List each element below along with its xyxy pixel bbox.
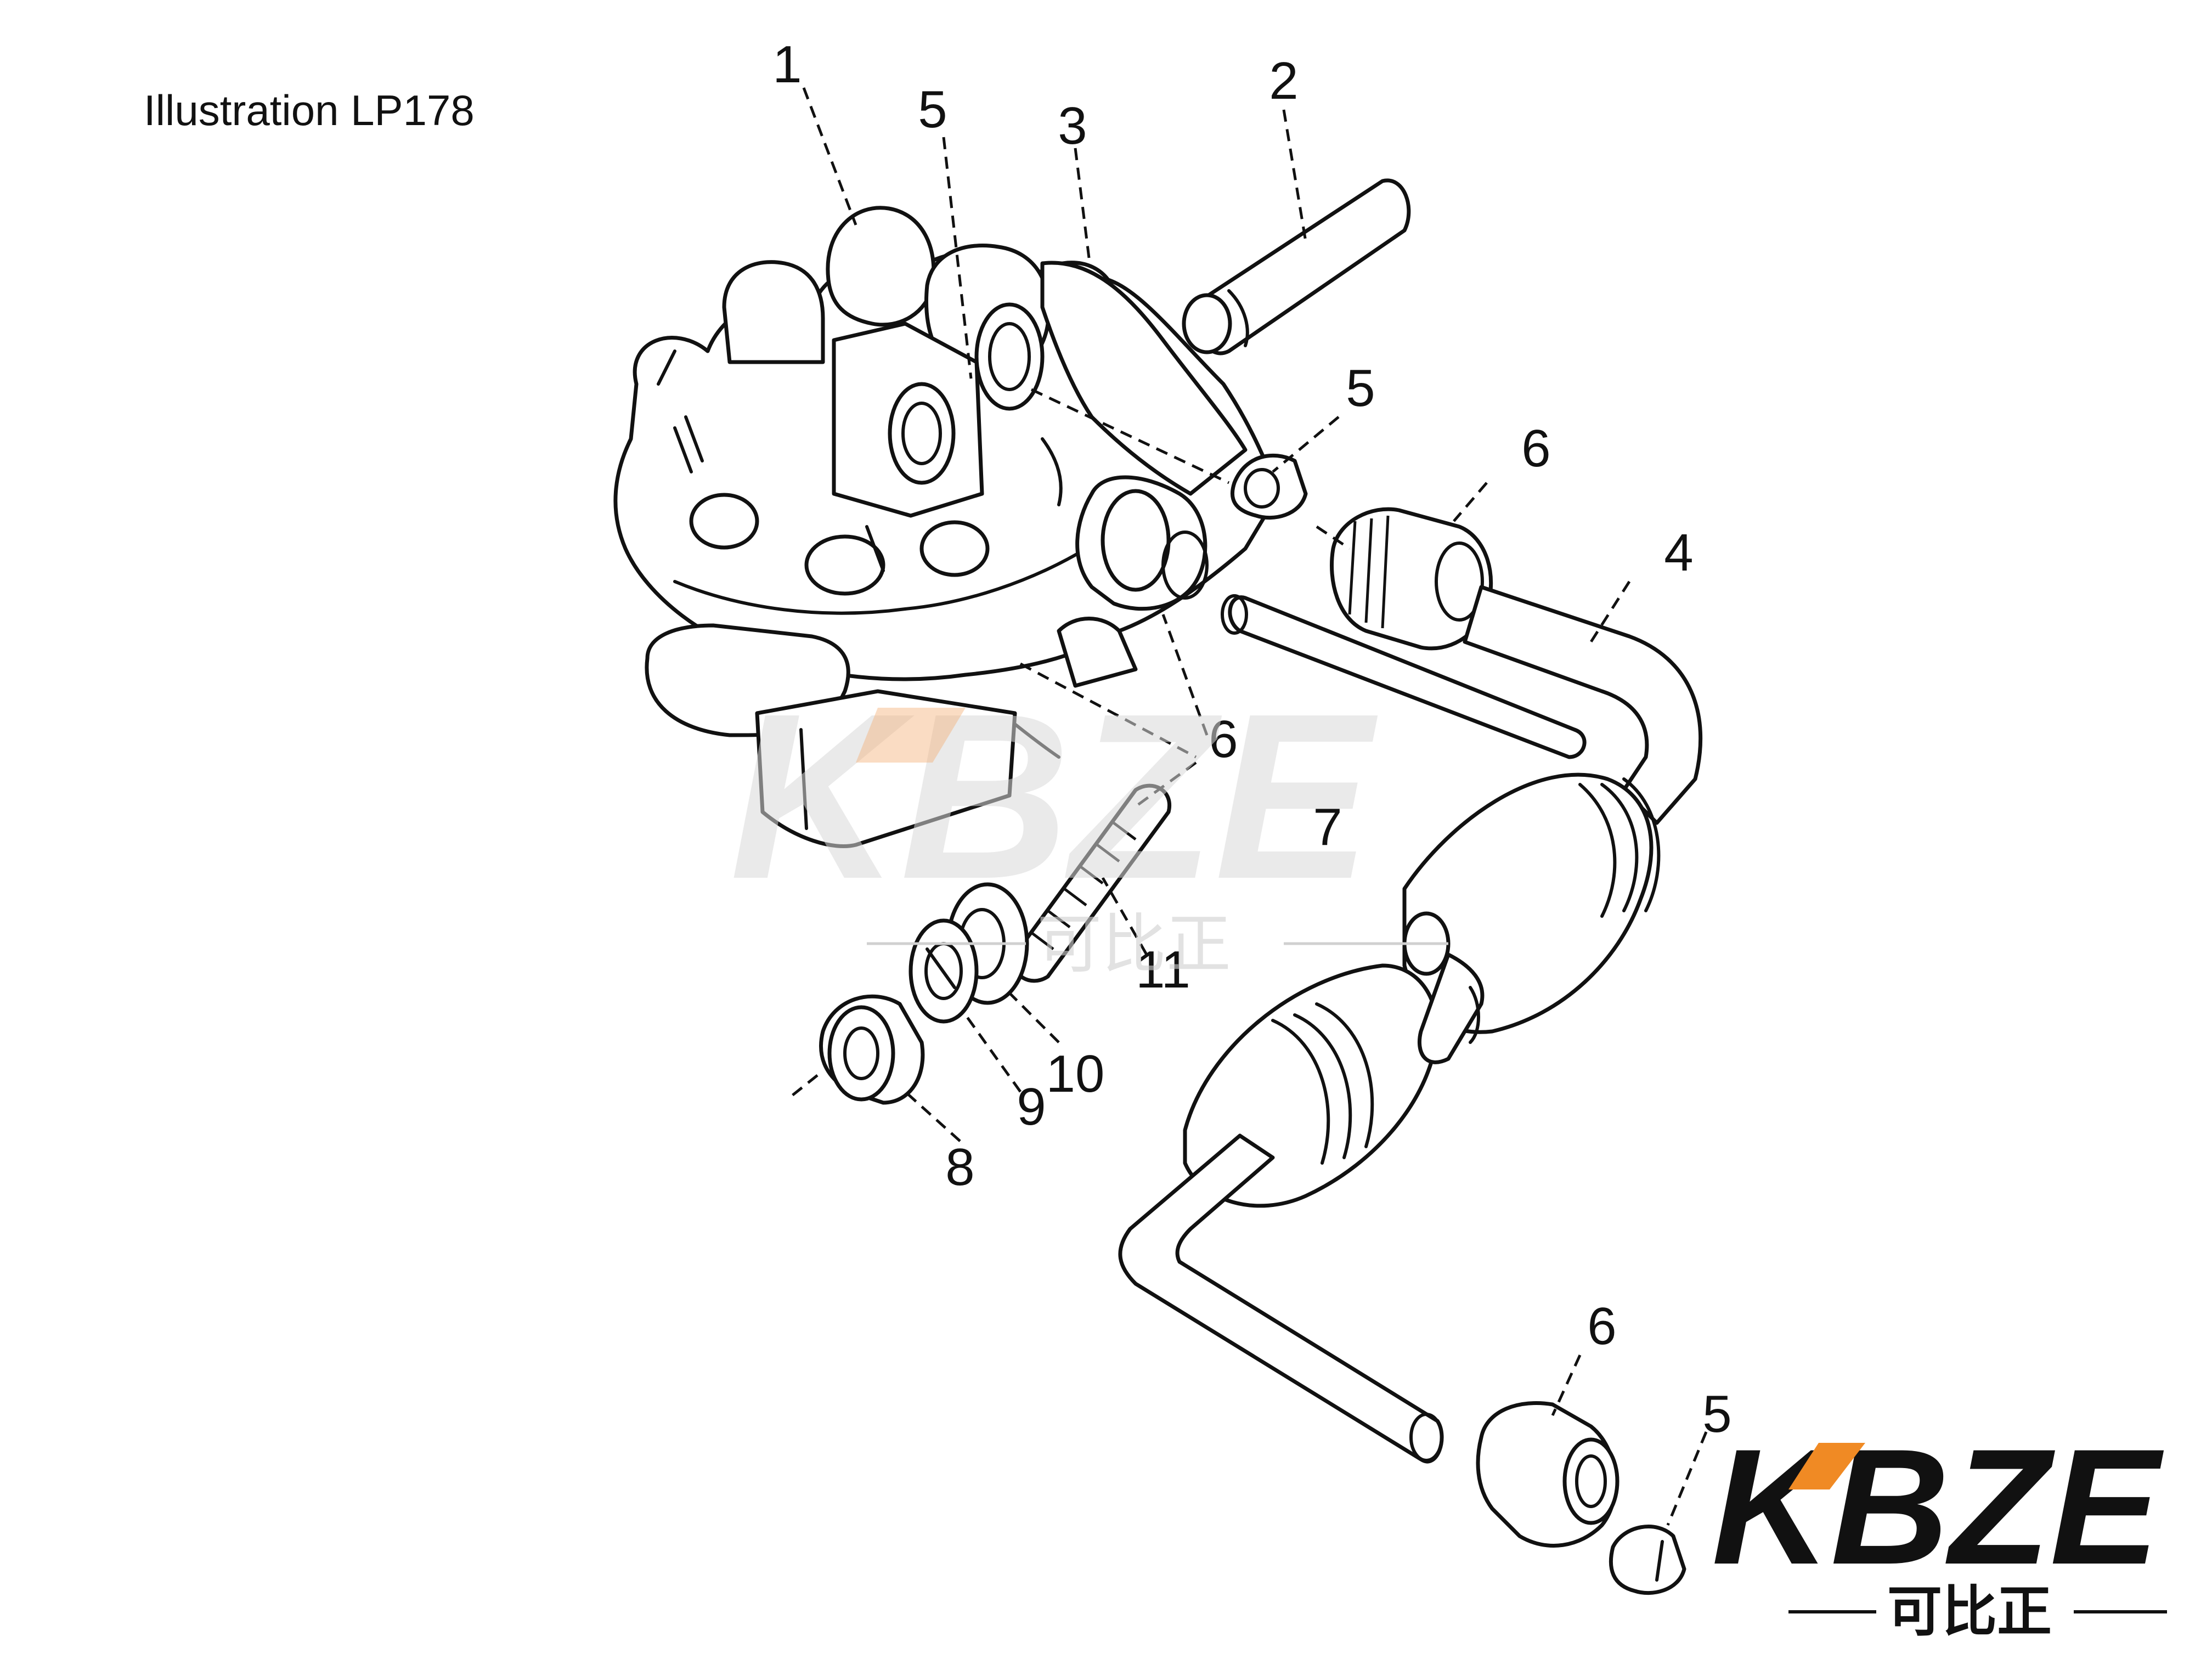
callout-5-top: 5	[918, 80, 947, 139]
callout-9: 9	[1017, 1077, 1046, 1136]
plug-lower	[1609, 1525, 1686, 1595]
lock-washer	[909, 918, 979, 1024]
callout-5-lower: 5	[1702, 1385, 1731, 1443]
illustration-title: Illustration LP178	[144, 86, 475, 134]
callout-4: 4	[1664, 523, 1693, 582]
callouts: 1 5 3 2 5 6 4 6 7 11 10 9 8 6 5	[772, 35, 1731, 1443]
watermark-accent	[856, 708, 966, 763]
callout-8: 8	[945, 1138, 974, 1197]
leader-lines	[789, 87, 1708, 1526]
pipe-upper	[1221, 585, 1703, 825]
watermark: KBZE 可比正	[730, 665, 1448, 982]
callout-6-upper: 6	[1521, 419, 1550, 478]
logo-accent	[1788, 1443, 1865, 1489]
callout-5-middle: 5	[1346, 359, 1375, 417]
union-fitting-middle	[1057, 475, 1209, 688]
union-fitting-lower	[1476, 1401, 1620, 1548]
callout-6-middle: 6	[1209, 710, 1238, 769]
pin	[1182, 178, 1411, 356]
callout-10: 10	[1046, 1045, 1105, 1103]
pipe-lower	[1118, 1133, 1444, 1464]
plug-middle	[1230, 453, 1308, 520]
watermark-subtitle: 可比正	[1037, 906, 1231, 982]
callout-7: 7	[1313, 798, 1342, 856]
callout-6-lower: 6	[1587, 1297, 1616, 1356]
nut	[819, 994, 925, 1105]
union-fitting-upper	[1330, 507, 1493, 651]
logo-subtitle: 可比正	[1887, 1579, 2052, 1644]
kbze-logo: KBZE 可比正	[1712, 1414, 2167, 1644]
callout-2: 2	[1269, 52, 1298, 110]
logo-text: KBZE	[1712, 1414, 2165, 1599]
callout-3: 3	[1058, 97, 1087, 155]
watermark-text: KBZE	[730, 665, 1380, 928]
callout-11: 11	[1136, 940, 1190, 999]
callout-1: 1	[772, 35, 802, 94]
